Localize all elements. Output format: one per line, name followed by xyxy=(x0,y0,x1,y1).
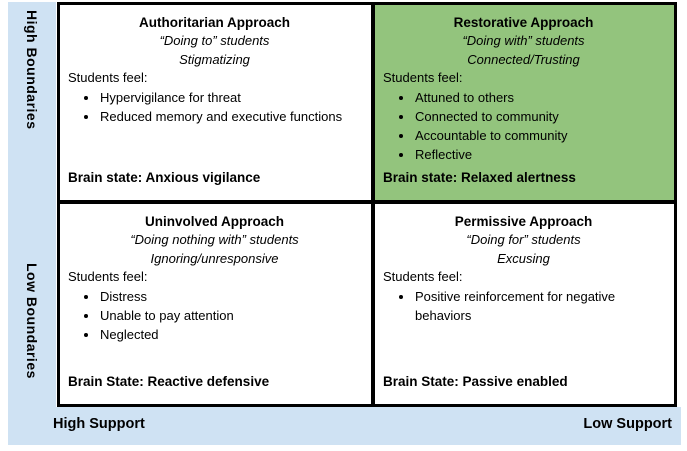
quadrant-uninvolved: Uninvolved Approach “Doing nothing with”… xyxy=(60,204,371,404)
x-axis-label-low-support: Low Support xyxy=(583,416,672,432)
matrix-grid: Authoritarian Approach “Doing to” studen… xyxy=(57,2,677,407)
x-axis-label-high-support: High Support xyxy=(53,416,145,432)
students-feel-list: Attuned to others Connected to community… xyxy=(383,88,664,164)
brain-state-line: Brain state: Relaxed alertness xyxy=(383,170,576,185)
list-item: Positive reinforcement for negative beha… xyxy=(414,287,636,325)
students-feel-list: Hypervigilance for threat Reduced memory… xyxy=(68,88,361,126)
students-feel-list: Distress Unable to pay attention Neglect… xyxy=(68,287,361,344)
quadrant-title: Permissive Approach xyxy=(454,214,593,229)
y-axis-label-low-boundaries: Low Boundaries xyxy=(24,263,40,379)
list-item: Neglected xyxy=(99,325,361,344)
students-feel-label: Students feel: xyxy=(68,70,148,85)
quadrant-style-line: “Doing with” students xyxy=(462,33,585,48)
students-feel-label: Students feel: xyxy=(383,269,463,284)
quadrant-permissive: Permissive Approach “Doing for” students… xyxy=(375,204,674,404)
quadrant-style-line: “Doing to” students xyxy=(159,33,270,48)
list-item: Unable to pay attention xyxy=(99,306,361,325)
list-item: Reduced memory and executive functions xyxy=(99,107,361,126)
list-item: Hypervigilance for threat xyxy=(99,88,361,107)
quadrant-title: Restorative Approach xyxy=(453,15,594,30)
list-item: Connected to community xyxy=(414,107,664,126)
list-item: Accountable to community xyxy=(414,126,664,145)
list-item: Attuned to others xyxy=(414,88,664,107)
students-feel-list: Positive reinforcement for negative beha… xyxy=(383,287,664,325)
quadrant-title: Authoritarian Approach xyxy=(138,15,290,30)
list-item: Reflective xyxy=(414,145,664,164)
quadrant-style-line: “Doing nothing with” students xyxy=(130,232,299,247)
brain-state-line: Brain State: Reactive defensive xyxy=(68,374,270,389)
x-axis-band: High Support Low Support xyxy=(8,407,681,445)
quadrant-label-line: Excusing xyxy=(497,250,550,266)
quadrant-style-line: “Doing for” students xyxy=(466,232,581,247)
y-axis-label-high-boundaries: High Boundaries xyxy=(24,10,40,130)
quadrant-authoritarian: Authoritarian Approach “Doing to” studen… xyxy=(60,5,371,200)
quadrant-title: Uninvolved Approach xyxy=(144,214,284,229)
quadrant-restorative: Restorative Approach “Doing with” studen… xyxy=(375,5,674,200)
list-item: Distress xyxy=(99,287,361,306)
students-feel-label: Students feel: xyxy=(383,70,463,85)
quadrant-label-line: Ignoring/unresponsive xyxy=(150,250,279,266)
quadrant-label-line: Stigmatizing xyxy=(179,51,250,67)
students-feel-label: Students feel: xyxy=(68,269,148,284)
brain-state-line: Brain state: Anxious vigilance xyxy=(68,170,261,185)
y-axis-band: High Boundaries Low Boundaries xyxy=(8,2,56,445)
brain-state-line: Brain State: Passive enabled xyxy=(383,374,568,389)
quadrant-label-line: Connected/Trusting xyxy=(467,51,580,67)
